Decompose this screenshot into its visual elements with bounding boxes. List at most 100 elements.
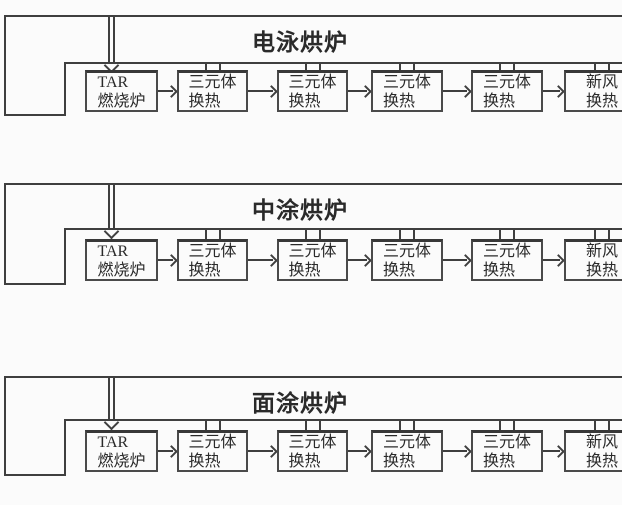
ternary-heat-exchanger-box: 三元体换热 xyxy=(371,239,443,281)
flow-arrow-line xyxy=(158,259,173,261)
box-label: 三元体换热 xyxy=(288,73,336,111)
fresh-air-heat-exchanger-box: 新风换热 xyxy=(564,239,622,281)
oven-pocket-right-line xyxy=(64,62,66,116)
ternary-heat-exchanger-box: 三元体换热 xyxy=(371,70,443,112)
flow-arrow-line xyxy=(543,90,560,92)
duct-connector-tick xyxy=(513,230,515,239)
duct-connector-tick xyxy=(318,230,321,239)
flow-arrow-line xyxy=(443,259,467,261)
box-label-line1: 新风 xyxy=(585,73,618,91)
duct-connector-tick xyxy=(304,64,307,70)
box-label-line1: 三元体 xyxy=(188,242,237,260)
ternary-heat-exchanger-box: 三元体换热 xyxy=(471,70,543,112)
duct-connector-tick xyxy=(594,421,596,430)
oven-pocket-right-line xyxy=(64,419,66,476)
duct-connector-tick xyxy=(513,421,515,430)
down-arrowhead-icon xyxy=(103,223,120,240)
ternary-heat-exchanger-box: 三元体换热 xyxy=(177,239,248,281)
duct-connector-tick xyxy=(608,421,610,430)
box-label: 三元体换热 xyxy=(383,242,431,280)
box-label: 三元体换热 xyxy=(483,433,531,471)
right-arrowhead-icon xyxy=(165,85,178,98)
flow-arrow-line xyxy=(443,450,467,452)
down-arrowhead-icon xyxy=(103,414,120,431)
box-label-line2: 换热 xyxy=(585,92,618,110)
oven-pocket-bottom-line xyxy=(4,474,66,476)
box-label-line2: 燃烧炉 xyxy=(97,261,146,279)
box-label-line1: 三元体 xyxy=(288,73,337,91)
burner-supply-pipe-line xyxy=(108,185,110,230)
box-label: 三元体换热 xyxy=(188,242,236,280)
box-label: 三元体换热 xyxy=(383,433,431,471)
duct-connector-tick xyxy=(399,64,401,70)
box-label: 新风换热 xyxy=(586,73,618,111)
box-label-line1: TAR xyxy=(97,242,129,260)
box-label-line2: 换热 xyxy=(288,92,321,110)
fresh-air-heat-exchanger-box: 新风换热 xyxy=(564,70,622,112)
box-label: 三元体换热 xyxy=(188,433,236,471)
oven-left-line xyxy=(4,15,6,116)
flow-arrow-line xyxy=(348,90,367,92)
box-label-line2: 换热 xyxy=(482,452,515,470)
burner-supply-pipe-line xyxy=(113,17,115,64)
ternary-heat-exchanger-box: 三元体换热 xyxy=(277,239,348,281)
burner-supply-pipe-line xyxy=(113,378,115,421)
box-label-line2: 换热 xyxy=(288,261,321,279)
box-label: 新风换热 xyxy=(586,242,618,280)
oven-duct-line xyxy=(64,419,622,421)
box-label-line1: 新风 xyxy=(585,433,618,451)
duct-connector-tick xyxy=(204,230,207,239)
box-label-line1: 三元体 xyxy=(382,242,431,260)
oven-top-line xyxy=(4,15,622,17)
box-label-line2: 换热 xyxy=(382,261,415,279)
duct-connector-tick xyxy=(499,421,501,430)
box-label-line2: 换热 xyxy=(188,261,221,279)
box-label: 三元体换热 xyxy=(188,73,236,111)
duct-connector-tick xyxy=(594,64,596,70)
right-arrowhead-icon xyxy=(165,445,178,458)
ternary-heat-exchanger-box: 三元体换热 xyxy=(177,430,248,472)
box-label-line1: 三元体 xyxy=(288,242,337,260)
box-label-line1: 三元体 xyxy=(288,433,337,451)
duct-connector-tick xyxy=(399,421,401,430)
box-label-line1: 三元体 xyxy=(188,433,237,451)
oven-duct-line xyxy=(64,62,622,64)
flow-arrow-line xyxy=(248,450,273,452)
box-label-line2: 燃烧炉 xyxy=(97,452,146,470)
oven-top-line xyxy=(4,376,622,378)
right-arrowhead-icon xyxy=(265,445,278,458)
oven-title: 中涂烘炉 xyxy=(252,198,348,223)
duct-connector-tick xyxy=(513,64,515,70)
duct-connector-tick xyxy=(318,64,321,70)
flow-arrow-line xyxy=(348,259,367,261)
box-label-line2: 燃烧炉 xyxy=(97,92,146,110)
ternary-heat-exchanger-box: 三元体换热 xyxy=(371,430,443,472)
burner-supply-pipe-line xyxy=(108,17,110,64)
box-label-line2: 换热 xyxy=(382,92,415,110)
flow-arrow-line xyxy=(248,259,273,261)
duct-connector-tick xyxy=(413,64,415,70)
right-arrowhead-icon xyxy=(459,445,472,458)
box-label-line1: 新风 xyxy=(585,242,618,260)
flow-arrow-line xyxy=(348,450,367,452)
ternary-heat-exchanger-box: 三元体换热 xyxy=(471,239,543,281)
duct-connector-tick xyxy=(413,421,415,430)
oven-pocket-right-line xyxy=(64,228,66,285)
duct-connector-tick xyxy=(218,230,221,239)
duct-connector-tick xyxy=(608,230,610,239)
right-arrowhead-icon xyxy=(552,254,565,267)
oven-pocket-bottom-line xyxy=(4,283,66,285)
box-label-line1: 三元体 xyxy=(188,73,237,91)
box-label: 新风换热 xyxy=(586,433,618,471)
right-arrowhead-icon xyxy=(459,85,472,98)
box-label: 三元体换热 xyxy=(483,73,531,111)
box-label-line2: 换热 xyxy=(188,92,221,110)
box-label-line2: 换热 xyxy=(482,261,515,279)
box-label-line1: 三元体 xyxy=(382,73,431,91)
right-arrowhead-icon xyxy=(359,254,372,267)
box-label-line2: 换热 xyxy=(585,452,618,470)
